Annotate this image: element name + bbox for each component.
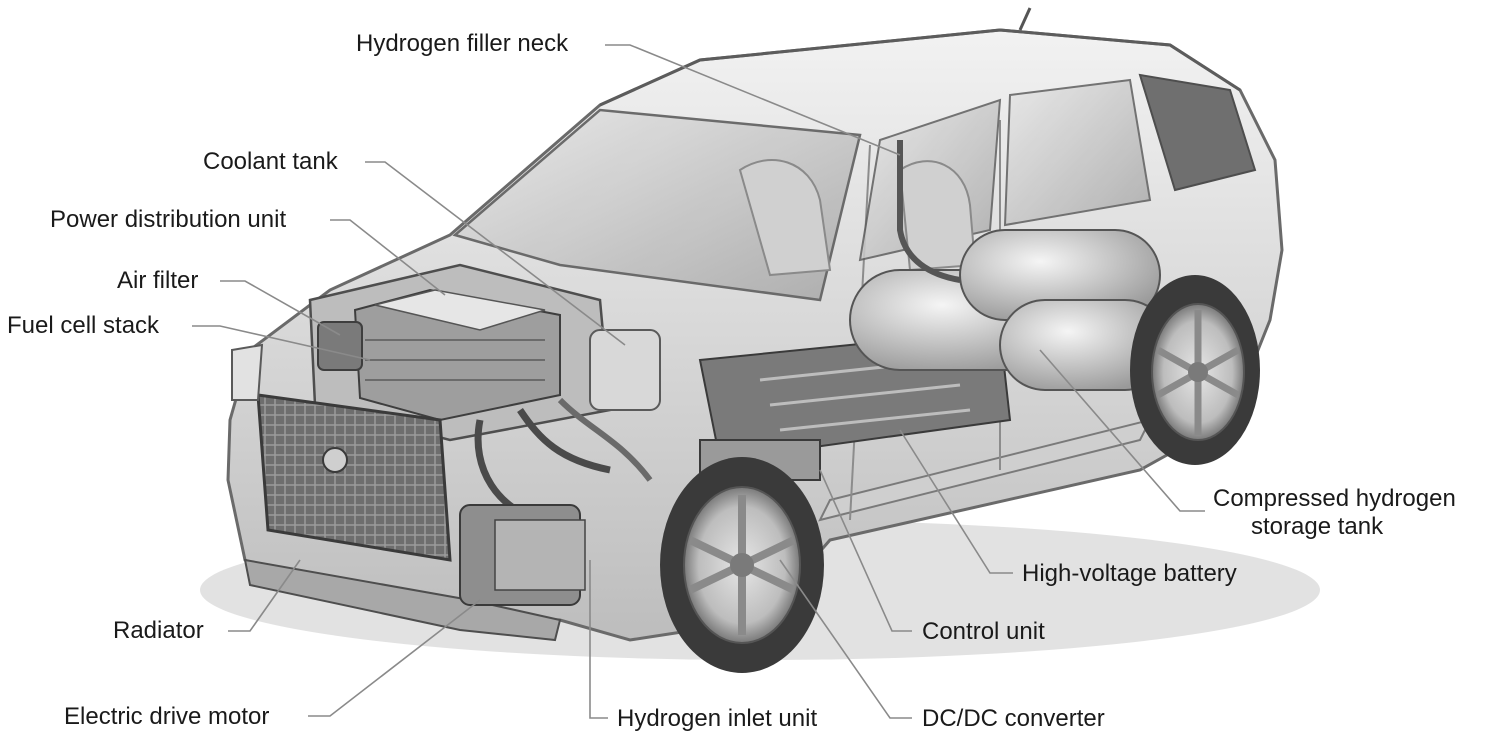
label-hydrogen-inlet-unit: Hydrogen inlet unit	[617, 705, 818, 732]
label-compressed-hydrogen-storage-tank: Compressed hydrogen storage tank	[1213, 485, 1501, 541]
label-air-filter: Air filter	[117, 267, 199, 294]
leader-hydrogen-inlet-unit	[589, 560, 608, 719]
leader-air-filter	[220, 280, 341, 336]
leader-high-voltage-battery	[899, 429, 1013, 574]
leader-fuel-cell-stack	[192, 325, 371, 361]
drive-motor	[459, 504, 586, 606]
engine-bay	[308, 263, 661, 524]
leader-lines	[192, 44, 1205, 719]
leader-electric-drive-motor	[308, 599, 481, 717]
label-high-voltage-battery: High-voltage battery	[1022, 560, 1237, 587]
leader-control-unit	[819, 469, 912, 632]
label-electric-drive-motor: Electric drive motor	[64, 703, 270, 730]
leader-dc-dc-converter	[779, 559, 912, 719]
label-dc-dc-converter: DC/DC converter	[922, 705, 1105, 732]
label-coolant-tank: Coolant tank	[203, 148, 338, 175]
leader-radiator	[228, 559, 301, 632]
leader-hydrogen-filler-neck	[605, 44, 901, 156]
label-control-unit: Control unit	[922, 618, 1045, 645]
label-hydrogen-filler-neck: Hydrogen filler neck	[356, 30, 569, 57]
label-compressed-hydrogen-line1: Compressed hydrogen	[1213, 485, 1456, 512]
leader-compressed-hydrogen	[1039, 349, 1205, 512]
label-power-distribution-unit: Power distribution unit	[50, 206, 287, 233]
label-compressed-hydrogen-line2: storage tank	[1251, 513, 1384, 540]
rear-wheel	[1130, 275, 1260, 465]
front-grille	[231, 343, 562, 642]
hydrogen-tanks	[849, 140, 1171, 391]
leader-coolant-tank	[365, 161, 626, 346]
windows	[452, 73, 1257, 302]
leader-power-distribution-unit	[330, 219, 446, 296]
label-fuel-cell-stack: Fuel cell stack	[7, 312, 160, 339]
label-radiator: Radiator	[113, 617, 204, 644]
front-wheel	[660, 457, 824, 673]
